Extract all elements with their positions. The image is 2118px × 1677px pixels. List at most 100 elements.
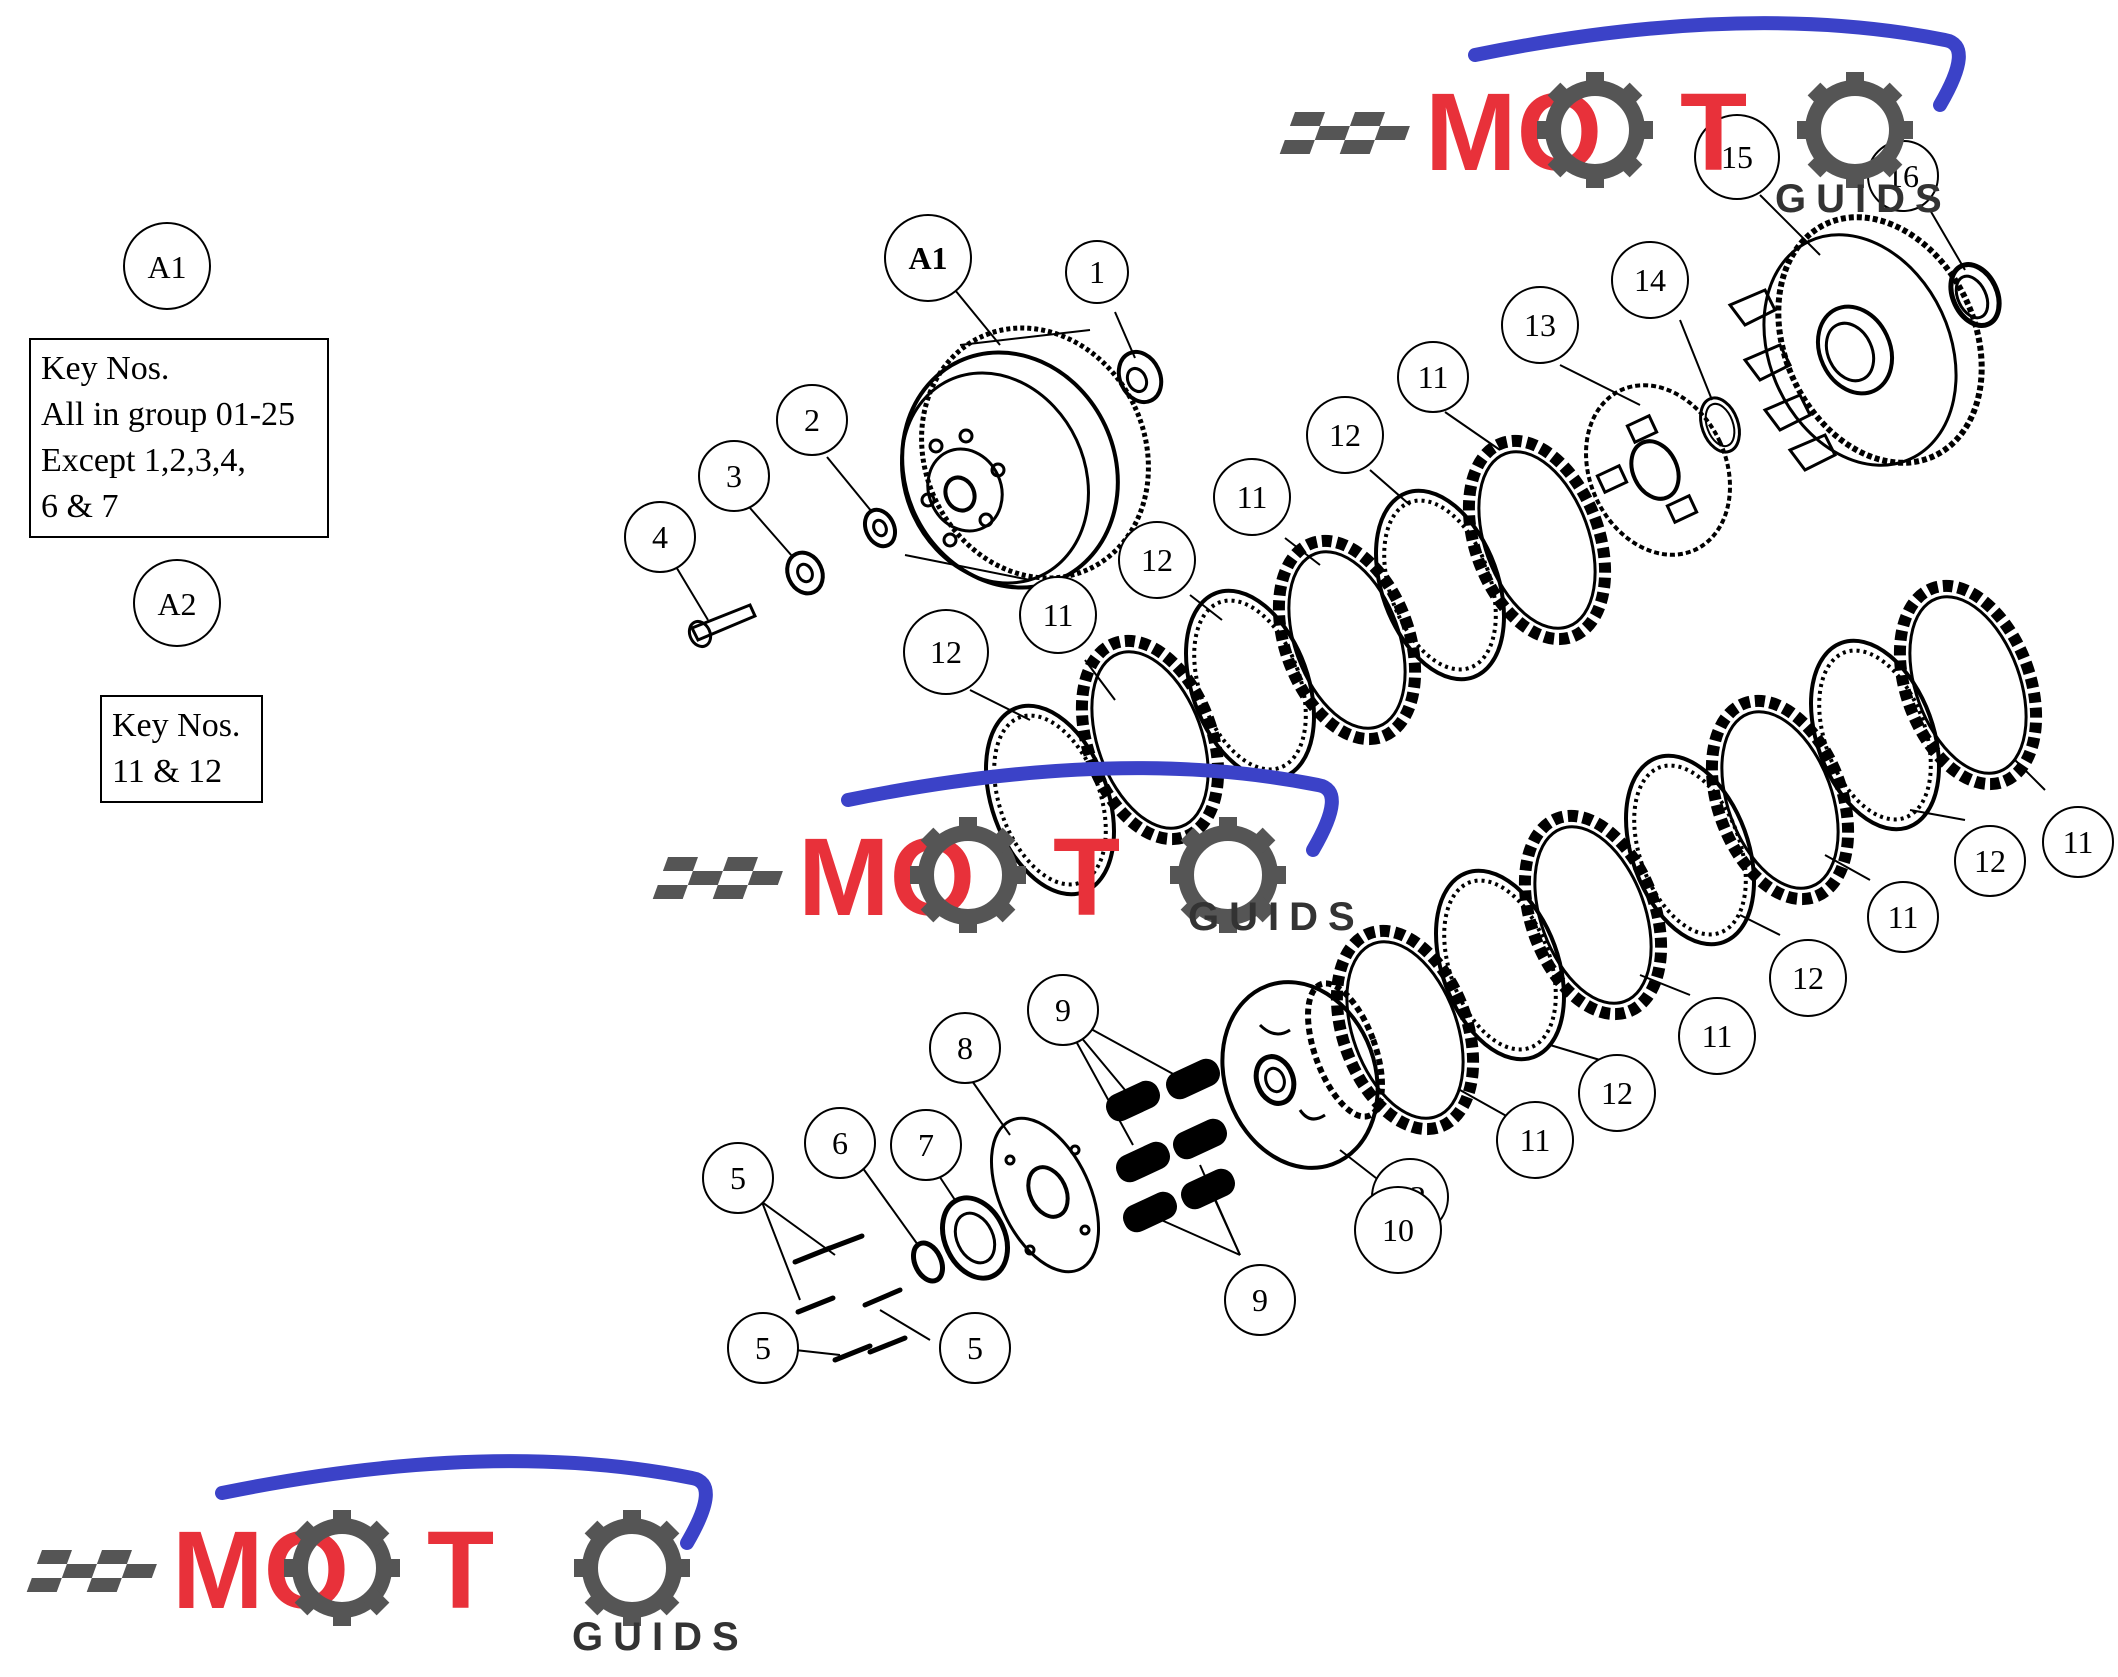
callout-label: 11: [1520, 1122, 1551, 1158]
callout-circle: [929, 1012, 1001, 1084]
clutch-basket-part-15: [1727, 214, 1985, 472]
brand-watermark-middle: MO T GUIDS: [652, 761, 1365, 939]
callout-circle: [624, 501, 696, 573]
callout-11: 11: [1397, 341, 1469, 413]
callout-11: 11: [1678, 997, 1756, 1075]
callout-circle: [1065, 240, 1129, 304]
callout-10: 10: [1354, 1186, 1442, 1274]
callout-circle: [776, 384, 848, 456]
key-line: 11 & 12: [112, 753, 223, 790]
callout-label: 7: [918, 1127, 934, 1163]
callout-label: 11: [1418, 359, 1449, 395]
callout-circle: [890, 1109, 962, 1181]
callout-4: 4: [624, 501, 696, 573]
callout-circle: [1118, 521, 1196, 599]
bolt-part-4: [687, 603, 758, 649]
callout-label: 10: [1382, 1212, 1414, 1248]
callout-label: 12: [1792, 960, 1824, 996]
callout-label: 9: [1055, 992, 1071, 1028]
callout-circle: [1501, 286, 1579, 364]
callout-circle: [702, 1142, 774, 1214]
upper-plate-stack: [984, 434, 1612, 897]
callout-label: 12: [1974, 843, 2006, 879]
callout-label: 11: [1702, 1018, 1733, 1054]
callout-circle: [1611, 241, 1689, 319]
svg-text:A1: A1: [147, 249, 186, 285]
callout-circle: [1306, 396, 1384, 474]
callout-12: 12: [1306, 396, 1384, 474]
svg-text:T: T: [1053, 816, 1120, 939]
svg-text:T: T: [1680, 71, 1747, 194]
callout-12: 12: [903, 609, 989, 695]
callout-circle: [1019, 576, 1097, 654]
key-line: All in group 01-25: [41, 396, 296, 433]
svg-text:A2: A2: [157, 586, 196, 622]
pressure-plate-part-13: [1584, 383, 1732, 557]
callout-label: 14: [1634, 262, 1666, 298]
callout-label: 12: [1141, 542, 1173, 578]
bearing-part-16: [1948, 262, 2002, 328]
callout-label: A1: [908, 240, 947, 276]
callout-circle: [698, 440, 770, 512]
callout-circle: [1954, 825, 2026, 897]
callout-circle: [1496, 1101, 1574, 1179]
key-box-a1: Key Nos. All in group 01-25 Except 1,2,3…: [29, 338, 329, 538]
callout-15: 15: [1694, 114, 1780, 200]
callout-label: 1: [1089, 254, 1105, 290]
callout-circle: [2042, 806, 2114, 878]
callout-circle: [1694, 114, 1780, 200]
brand-watermark-bottom: MO T GUIDS: [26, 1454, 749, 1659]
callout-1: 1: [1065, 240, 1129, 304]
callout-circle: [1578, 1054, 1656, 1132]
svg-text:GUIDS: GUIDS: [1188, 895, 1365, 939]
parts-drawing: [687, 214, 2043, 1363]
callout-circle: [1397, 341, 1469, 413]
lower-plate-stack: [1330, 579, 2043, 1136]
callout-label: 5: [755, 1330, 771, 1366]
callout-11: 11: [1867, 881, 1939, 953]
callout-13: 13: [1501, 286, 1579, 364]
callout-circle: [903, 609, 989, 695]
key-line: Key Nos.: [41, 350, 170, 387]
svg-text:GUIDS: GUIDS: [572, 1615, 749, 1659]
bush-part-1: [1116, 349, 1164, 405]
callout-label: 2: [804, 402, 820, 438]
callout-3: 3: [698, 440, 770, 512]
callout-label: 11: [2063, 824, 2094, 860]
callout-label: 11: [1888, 899, 1919, 935]
callout-11: 11: [1213, 458, 1291, 536]
key-line: Except 1,2,3,4,: [41, 442, 246, 479]
callout-7: 7: [890, 1109, 962, 1181]
ring-part-14: [1699, 396, 1741, 454]
callout-circle: [939, 1312, 1011, 1384]
screws-part-5: [792, 1233, 908, 1363]
callout-label: 13: [1524, 307, 1556, 343]
clutch-hub-part-10: [1220, 980, 1385, 1170]
nut-part-3: [785, 550, 825, 596]
callout-circle: [884, 214, 972, 302]
callout-circle: [1867, 881, 1939, 953]
callout-circle: [804, 1107, 876, 1179]
callout-11: 11: [2042, 806, 2114, 878]
key-box-a2: Key Nos. 11 & 12: [100, 695, 263, 803]
callout-label: 15: [1721, 139, 1753, 175]
callout-label: 3: [726, 458, 742, 494]
leader-lines: [674, 194, 2046, 1356]
key-line: Key Nos.: [112, 707, 241, 744]
callout-label: 9: [1252, 1282, 1268, 1318]
callout-label: 5: [967, 1330, 983, 1366]
callout-circle: [1213, 458, 1291, 536]
callout-6: 6: [804, 1107, 876, 1179]
callout-12: 12: [1769, 939, 1847, 1017]
springs-part-9: [1105, 1058, 1236, 1233]
callout-5: 5: [702, 1142, 774, 1214]
callout-label: 12: [1601, 1075, 1633, 1111]
callout-11: 11: [1496, 1101, 1574, 1179]
callout-12: 12: [1954, 825, 2026, 897]
svg-text:GUIDS: GUIDS: [1775, 177, 1952, 221]
callout-circle: [1678, 997, 1756, 1075]
lifter-plate-part-8: [989, 1116, 1101, 1274]
group-bubble-a1: A1: [123, 222, 211, 310]
